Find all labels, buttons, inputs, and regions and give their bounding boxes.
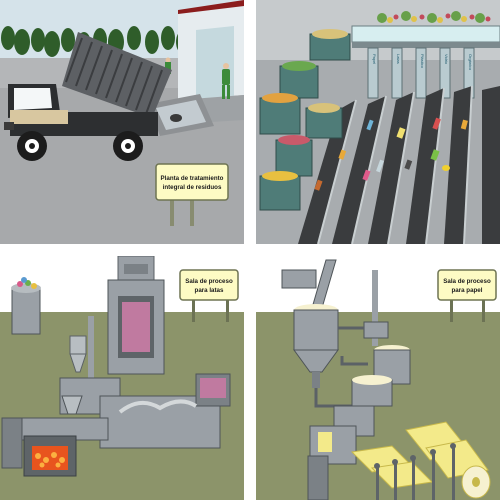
pulper-tank <box>293 304 339 388</box>
belt-label: Plástico <box>420 54 425 69</box>
plant-sign: Planta de tratamiento integral de residu… <box>155 163 229 226</box>
belt-label: Latas <box>396 54 401 64</box>
waste-bag-icon <box>170 114 182 122</box>
plant-sign-line1: Planta de tratamiento <box>161 175 224 182</box>
waste-plant-scene: Planta de tratamiento integral de residu… <box>0 0 244 244</box>
cyclone-separator <box>69 316 94 386</box>
storage-tank <box>363 321 411 385</box>
worker-figure <box>165 57 171 74</box>
overhead-hopper <box>117 256 155 283</box>
panel-paper-room: Sala de proceso para papel <box>256 256 500 500</box>
belt-label: Vidrio <box>444 54 449 65</box>
worker-figure <box>222 63 230 99</box>
overhead-conveyor <box>351 11 500 48</box>
waste-items <box>314 117 468 191</box>
conveyor-rails <box>317 85 473 244</box>
sorting-chutes <box>367 47 475 99</box>
can-processing-machine <box>21 373 231 449</box>
bin-contents <box>262 29 348 181</box>
crusher-unit <box>107 279 165 375</box>
sorting-scene: Papel Latas Plástico Vidrio Orgánico <box>256 0 500 244</box>
panel-sorting-line: Papel Latas Plástico Vidrio Orgánico <box>256 0 500 244</box>
paper-sign-line1: Sala de proceso <box>443 278 491 285</box>
plant-sign-line2: integral de residuos <box>163 184 222 191</box>
dump-truck <box>4 32 172 161</box>
paper-feed-chute <box>281 259 378 346</box>
paper-roll <box>461 465 491 499</box>
furnace <box>1 417 77 477</box>
cans-bin <box>11 277 41 335</box>
paper-machine <box>307 375 393 500</box>
belt-label: Papel <box>372 54 377 64</box>
cans-room-sign: Sala de proceso para latas <box>179 269 239 322</box>
paper-sign-line2: para papel <box>452 287 483 294</box>
panel-waste-plant: Planta de tratamiento integral de residu… <box>0 0 244 244</box>
belt-label: Orgánico <box>468 54 473 71</box>
sorting-bins <box>259 33 351 211</box>
panel-cans-room: Sala de proceso para latas <box>0 256 244 500</box>
cans-sign-line2: para latas <box>195 287 224 294</box>
cans-scene: Sala de proceso para latas <box>0 256 244 500</box>
rollers <box>374 443 456 500</box>
cans-sign-line1: Sala de proceso <box>185 278 233 285</box>
paper-scene: Sala de proceso para papel <box>256 256 500 500</box>
paper-room-sign: Sala de proceso para papel <box>437 269 497 322</box>
